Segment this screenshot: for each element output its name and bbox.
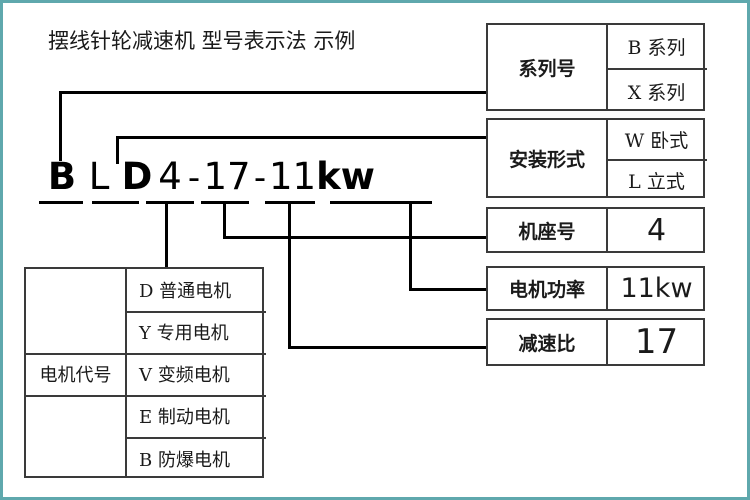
connector-power-vertical (409, 201, 412, 291)
model-code: B L D 4 - 17 - 11 kw (45, 155, 375, 201)
page-title: 摆线针轮减速机 型号表示法 示例 (48, 29, 356, 53)
underline-series (39, 201, 83, 204)
motor-row-e: E 制动电机 (139, 407, 230, 428)
diagram-canvas: 摆线针轮减速机 型号表示法 示例 B L D 4 - (3, 3, 747, 497)
frame-no-value: 4 (646, 212, 667, 248)
connector-motorcode-vertical (165, 201, 168, 267)
motor-code-table: 电机代号 D 普通电机 Y 专用电机 V 变频电机 E 制动电机 B 防爆电机 (24, 267, 266, 478)
series-option-b: B 系列 (627, 37, 686, 59)
code-separator-1: - (187, 158, 201, 198)
motor-power-block: 电机功率 11kw (486, 266, 705, 311)
underline-motor-code (146, 201, 194, 204)
motor-power-divider (606, 268, 608, 309)
mounting-block: 安装形式 W 卧式 L 立式 (486, 118, 707, 198)
code-segment-ratio: 17 (203, 155, 251, 198)
mounting-option-w: W 卧式 (624, 130, 689, 152)
connector-ratio-horizontal (288, 346, 487, 349)
series-block: 系列号 B 系列 X 系列 (486, 23, 707, 111)
connector-frame-horizontal (223, 236, 487, 239)
motor-row-divider-1 (125, 311, 266, 313)
code-segment-frame-no: 4 (158, 155, 182, 198)
code-segment-series: B (47, 155, 77, 198)
series-block-divider (606, 25, 608, 109)
motor-row-d: D 普通电机 (139, 281, 232, 302)
motor-power-label: 电机功率 (508, 279, 585, 301)
motor-row-b: B 防爆电机 (139, 449, 230, 471)
series-option-x: X 系列 (627, 82, 686, 104)
series-label: 系列号 (518, 57, 576, 80)
motor-power-value: 11kw (620, 273, 693, 304)
mounting-option-divider (606, 159, 707, 161)
code-separator-2: - (253, 158, 267, 198)
frame-no-block: 机座号 4 (486, 207, 705, 253)
mounting-block-divider (606, 120, 608, 196)
motor-code-label-top-divider (26, 353, 125, 355)
ratio-label: 减速比 (518, 332, 576, 355)
motor-row-v: V 变频电机 (139, 365, 230, 386)
motor-code-label: 电机代号 (39, 365, 112, 386)
connector-power-horizontal (409, 288, 487, 291)
underline-power (330, 201, 432, 204)
code-segment-mounting: L (88, 155, 110, 198)
ratio-block: 减速比 17 (486, 318, 705, 366)
underline-mounting (92, 201, 139, 204)
motor-code-table-divider (125, 269, 127, 476)
motor-code-label-bottom-divider (26, 395, 125, 397)
motor-row-y: Y 专用电机 (139, 323, 229, 344)
connector-mounting-vertical (116, 136, 119, 164)
mounting-label: 安装形式 (508, 148, 585, 171)
code-segment-power-value: 11 (269, 155, 317, 198)
motor-row-divider-3 (125, 395, 266, 397)
ratio-value: 17 (634, 322, 679, 362)
ratio-divider (606, 320, 608, 364)
frame-no-label: 机座号 (518, 220, 576, 243)
series-option-divider (606, 68, 707, 70)
frame-no-divider (606, 209, 608, 251)
code-segment-power-unit: kw (316, 155, 375, 198)
motor-row-divider-4 (125, 437, 266, 439)
connector-mounting-horizontal (116, 136, 487, 139)
mounting-option-l: L 立式 (628, 171, 685, 193)
connector-series-vertical (59, 91, 62, 161)
connector-frame-vertical (223, 201, 226, 239)
code-segment-motor-code: D (121, 155, 153, 198)
connector-ratio-vertical (288, 201, 291, 349)
connector-series-horizontal (59, 91, 487, 94)
motor-row-divider-2 (125, 353, 266, 355)
